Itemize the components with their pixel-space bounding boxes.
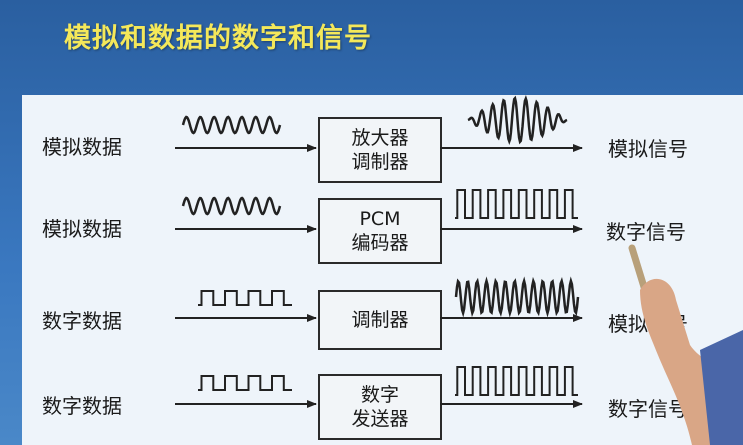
device-label-line2: 发送器 [351, 408, 409, 430]
device-box-modulator: 调制器 [318, 290, 442, 350]
analog-wave-icon [181, 115, 282, 135]
square-wave-icon [198, 290, 292, 306]
square-wave-icon [455, 366, 578, 396]
slide-title: 模拟和数据的数字和信号 [64, 23, 372, 54]
device-label-line2: 调制器 [351, 151, 409, 173]
output-label-digital-signal-2: 数字信号 [608, 397, 688, 421]
device-label-line1: 放大器 [351, 127, 409, 149]
device-box-digital-transmitter: 数字 发送器 [318, 374, 442, 440]
square-wave-icon [198, 375, 292, 391]
square-wave-icon [455, 189, 578, 219]
device-label-line1: PCM [359, 208, 401, 230]
modulated-wave-icon [467, 95, 568, 145]
device-label-line1: 数字 [360, 384, 399, 406]
output-label-analog-signal-1: 模拟信号 [608, 137, 688, 161]
device-box-pcm-encoder: PCM 编码器 [318, 198, 442, 264]
device-label-line1: 调制器 [351, 309, 409, 331]
device-box-amplifier-modulator: 放大器 调制器 [318, 117, 442, 183]
output-label-digital-signal-1: 数字信号 [606, 220, 686, 244]
input-label-analog-data-2: 模拟数据 [42, 217, 122, 241]
device-label-line2: 编码器 [351, 232, 409, 254]
input-label-digital-data-2: 数字数据 [42, 394, 122, 418]
analog-wave-icon [181, 196, 282, 216]
input-label-digital-data-1: 数字数据 [42, 309, 122, 333]
input-label-analog-data-1: 模拟数据 [42, 135, 122, 159]
modulated-wave-icon [454, 276, 580, 318]
